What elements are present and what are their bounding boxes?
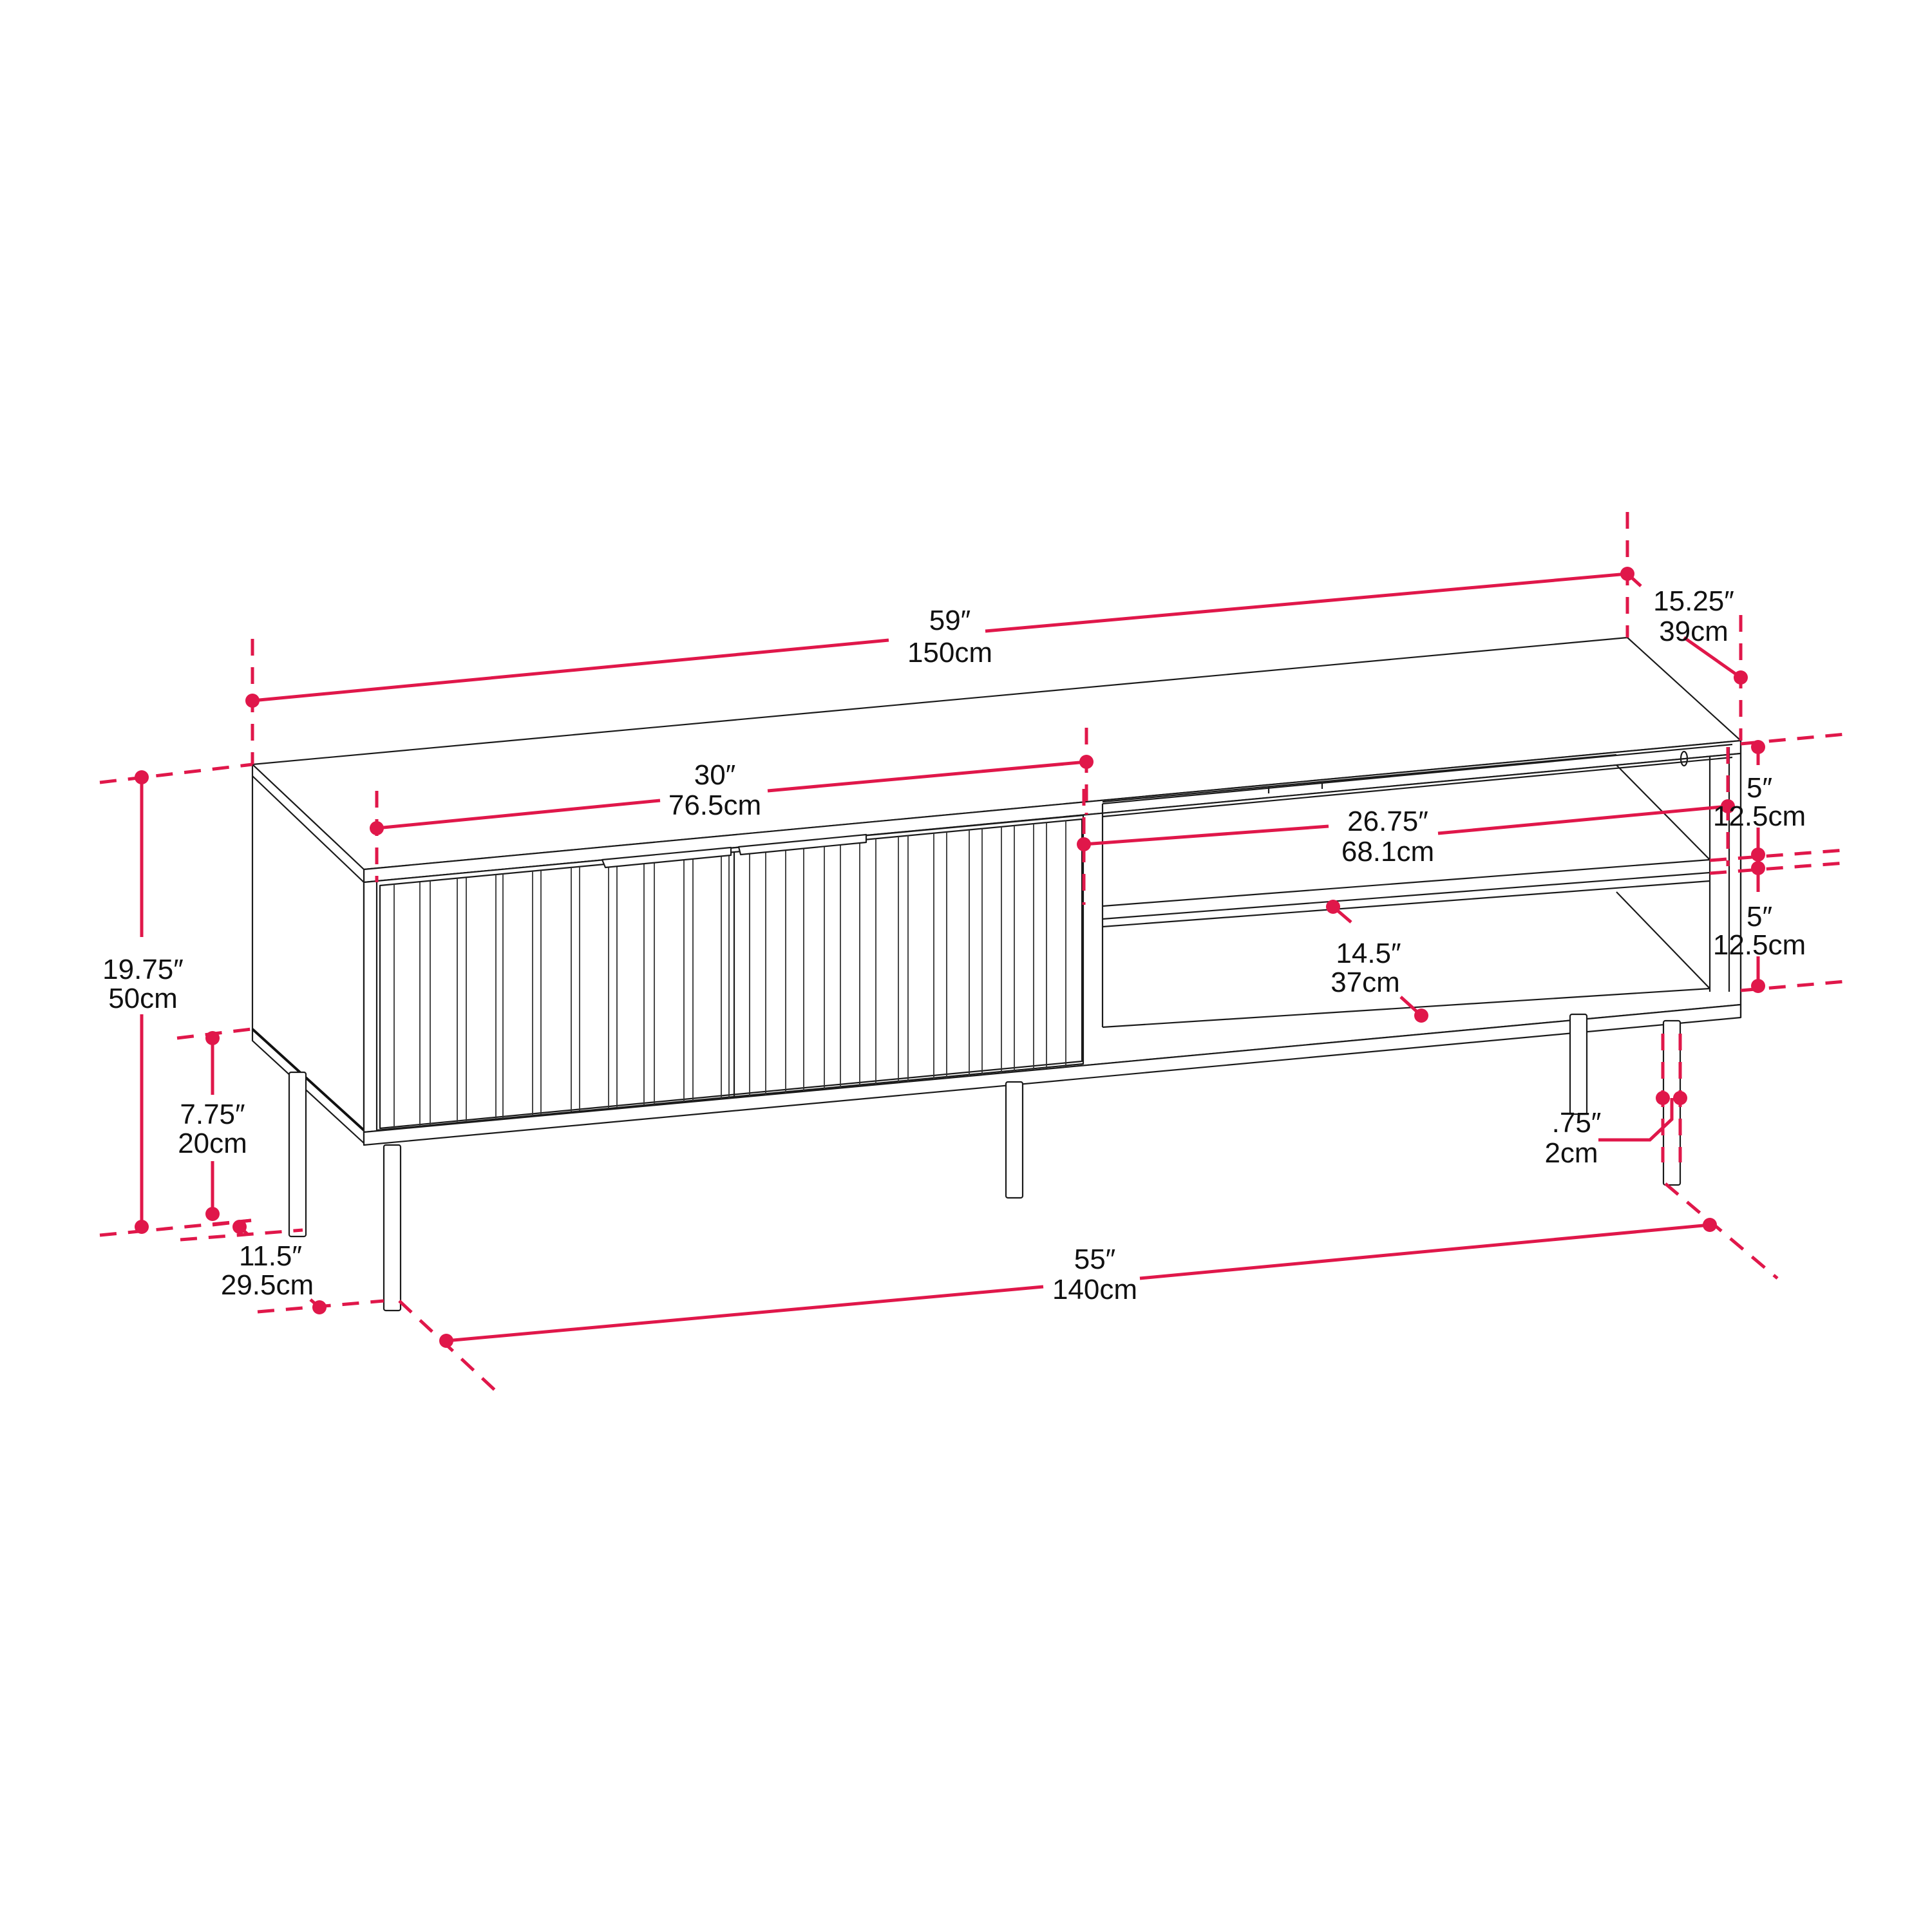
depth-cm: 39cm bbox=[1659, 616, 1728, 647]
legs bbox=[288, 1013, 1681, 1312]
dim-leg-depth-span: 11.5″ 29.5cm bbox=[180, 1220, 384, 1314]
leg-width-span-inch: 55″ bbox=[1074, 1244, 1116, 1275]
dim-leg-diameter: .75″ 2cm bbox=[1544, 1034, 1687, 1169]
dim-shelf-depth: 14.5″ 37cm bbox=[1326, 900, 1428, 1023]
shelf-depth-cm: 37cm bbox=[1331, 967, 1400, 998]
lower-opening-inch: 5″ bbox=[1747, 901, 1772, 933]
door-handle-right bbox=[737, 833, 867, 856]
overall-height-cm: 50cm bbox=[108, 983, 178, 1014]
dim-leg-width-span: 55″ 140cm bbox=[398, 1182, 1779, 1392]
dim-depth: 15.25″ 39cm bbox=[1626, 573, 1748, 741]
dim-door-width: 30″ 76.5cm bbox=[370, 728, 1094, 882]
leg-front-left bbox=[383, 1144, 402, 1312]
leg-front-middle bbox=[1005, 1081, 1024, 1199]
door-width-inch: 30″ bbox=[694, 759, 736, 791]
door-handle-left bbox=[601, 846, 732, 869]
door-width-cm: 76.5cm bbox=[668, 790, 761, 821]
overall-width-inch: 59″ bbox=[929, 605, 971, 636]
leg-diameter-cm: 2cm bbox=[1544, 1137, 1598, 1169]
dimension-annotations: 59″ 150cm 15.25″ 39cm 19.75″ 50cm bbox=[99, 512, 1846, 1392]
fluted-doors bbox=[375, 814, 1084, 1132]
shelf-depth-inch: 14.5″ bbox=[1336, 938, 1401, 969]
dim-shelf-width: 26.75″ 68.1cm bbox=[1077, 747, 1735, 905]
leg-depth-span-inch: 11.5″ bbox=[239, 1240, 302, 1272]
tv-stand-drawing bbox=[251, 636, 1742, 1312]
shelf-width-cm: 68.1cm bbox=[1341, 836, 1434, 867]
upper-opening-cm: 12.5cm bbox=[1713, 800, 1806, 832]
dim-leg-height: 7.75″ 20cm bbox=[176, 1027, 252, 1227]
shelf-width-inch: 26.75″ bbox=[1347, 806, 1428, 837]
leg-height-cm: 20cm bbox=[178, 1128, 247, 1159]
dim-upper-opening: 5″ 12.5cm bbox=[1709, 732, 1846, 862]
dim-lower-opening: 5″ 12.5cm bbox=[1709, 861, 1846, 993]
leg-height-inch: 7.75″ bbox=[180, 1099, 245, 1130]
overall-width-cm: 150cm bbox=[907, 637, 992, 668]
lower-opening-cm: 12.5cm bbox=[1713, 929, 1806, 961]
overall-height-inch: 19.75″ bbox=[102, 954, 184, 985]
upper-opening-inch: 5″ bbox=[1747, 772, 1772, 804]
leg-back-right bbox=[1569, 1013, 1588, 1115]
leg-back-left bbox=[288, 1071, 307, 1238]
leg-width-span-cm: 140cm bbox=[1052, 1274, 1137, 1305]
depth-inch: 15.25″ bbox=[1653, 585, 1734, 617]
leg-depth-span-cm: 29.5cm bbox=[221, 1269, 314, 1301]
dim-overall-height: 19.75″ 50cm bbox=[99, 762, 253, 1237]
leg-diameter-inch: .75″ bbox=[1552, 1107, 1602, 1139]
